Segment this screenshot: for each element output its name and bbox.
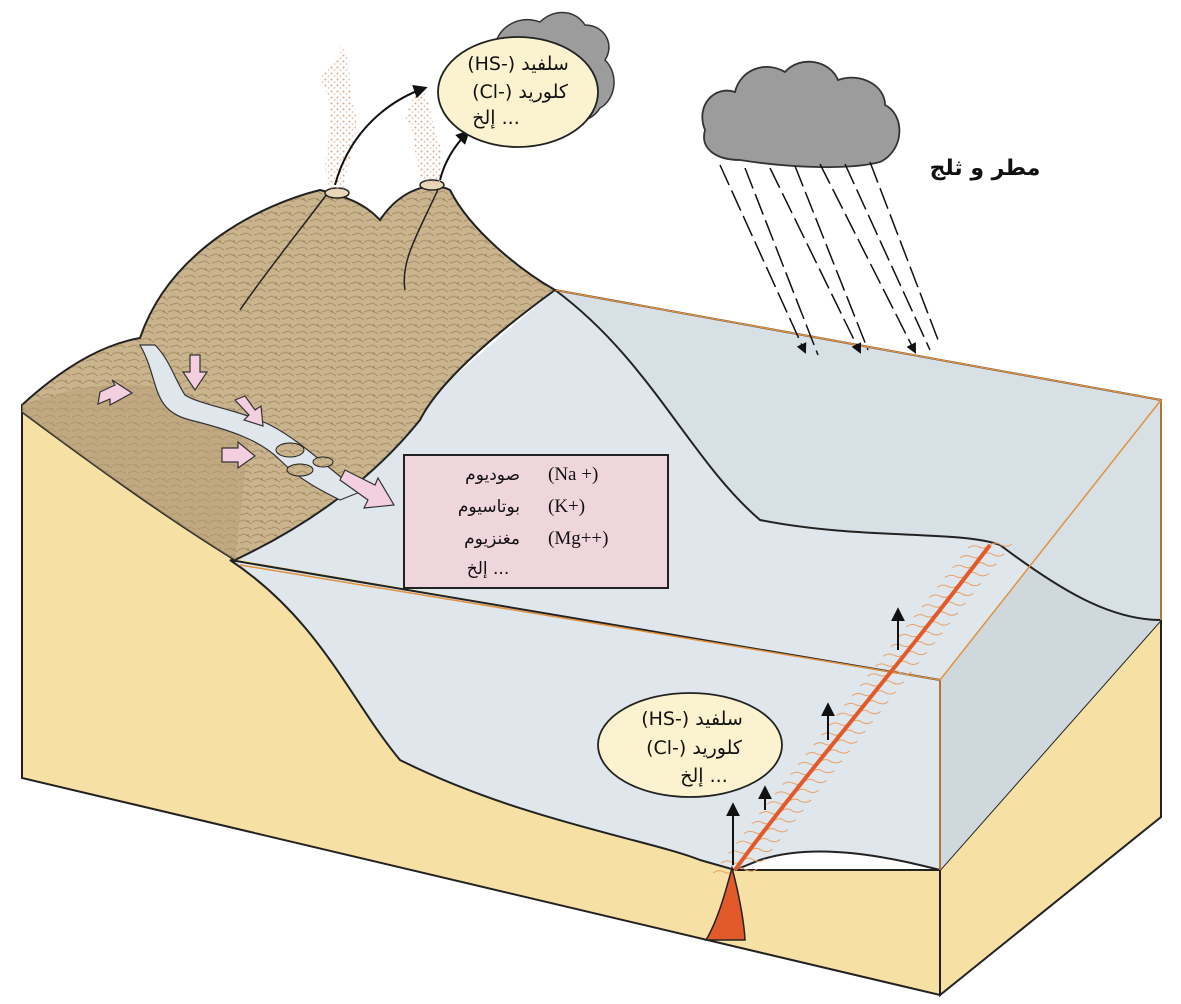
vent-gas-line2: (Cl-) كلوريد xyxy=(646,737,743,759)
dissolved-ions-box: صوديوم (Na +) بوتاسيوم (K+) مغنزيوم (Mg+… xyxy=(403,454,669,589)
arrow-icon xyxy=(97,379,134,407)
vent-gas-bubble: (HS-) سلفيد (Cl-) كلوريد إلخ ... xyxy=(597,692,783,798)
arrow-icon xyxy=(334,85,428,186)
rain-icon xyxy=(719,161,941,356)
sediment-right-face xyxy=(939,617,1162,998)
delta-island xyxy=(312,456,334,468)
ion-box-frame xyxy=(403,454,669,589)
volcano-gas-bubble: (HS-) سلفيد (Cl-) كلوريد إلخ ... xyxy=(437,11,615,148)
runoff-arrows xyxy=(97,354,395,509)
arrow-icon xyxy=(339,469,395,509)
ion-symbol-magnesium: (Mg++) xyxy=(548,528,608,549)
volcano-gas-line1: (HS-) سلفيد xyxy=(467,53,569,75)
ion-etc: إلخ ... xyxy=(467,559,510,579)
volcano-gas-line2: (Cl-) كلوريد xyxy=(472,81,569,103)
arrow-icon xyxy=(221,440,256,470)
vent-gas-line1: (HS-) سلفيد xyxy=(641,708,743,730)
volcano-plumes xyxy=(320,45,443,190)
plume-left xyxy=(320,45,357,190)
delta-island xyxy=(286,463,314,477)
mountain-front-face xyxy=(22,384,250,560)
arrow-icon xyxy=(181,354,209,392)
water-block-edges xyxy=(239,289,1162,870)
ion-name-magnesium: مغنزيوم xyxy=(464,529,520,549)
ion-name-potassium: بوتاسيوم xyxy=(458,497,520,517)
gas-arrows xyxy=(334,85,470,186)
rain-cloud: مطر و ثلج xyxy=(701,60,1041,356)
plume-right xyxy=(405,80,443,185)
vent-gas-line3: إلخ ... xyxy=(680,765,728,788)
volcano-gas-line3: إلخ ... xyxy=(472,107,520,130)
ion-symbol-potassium: (K+) xyxy=(548,496,585,517)
ion-symbol-sodium: (Na +) xyxy=(548,464,598,485)
gas-bubble xyxy=(437,36,599,148)
delta-island xyxy=(275,442,305,458)
volcano-ridge-line xyxy=(239,184,441,311)
ridge-axis xyxy=(733,543,992,872)
vent-arrows xyxy=(726,607,905,865)
ion-name-sodium: صوديوم xyxy=(465,465,520,485)
gas-bubble xyxy=(597,692,783,798)
magma-conduit xyxy=(704,865,746,941)
ridge-icon xyxy=(704,542,1013,941)
cloud-icon xyxy=(701,60,901,168)
arrow-icon xyxy=(439,130,470,181)
rain-label: مطر و ثلج xyxy=(930,156,1041,181)
arrow-icon xyxy=(233,395,264,427)
